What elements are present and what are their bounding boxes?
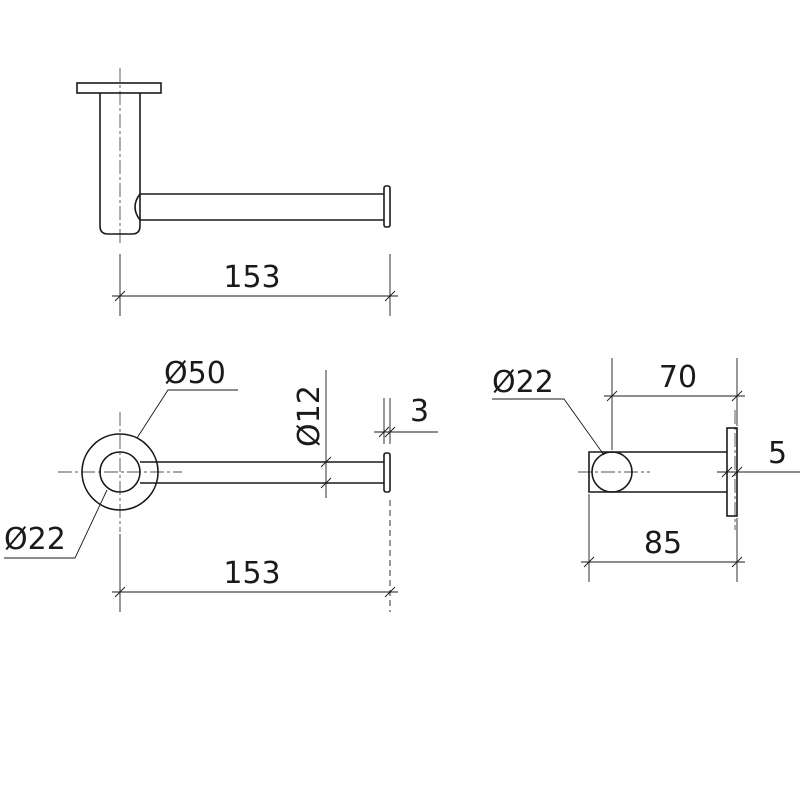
tick-mark [320, 456, 332, 468]
rod-diameter-label: Ø12 [292, 385, 327, 447]
post-diameter-leader [4, 489, 108, 559]
side-view-post-circle [591, 451, 633, 493]
tick-mark [384, 426, 396, 438]
front-view-post-circle [99, 451, 141, 493]
side-view-post [588, 451, 727, 493]
top-view-rod [134, 193, 384, 221]
overall-depth-label: 85 [644, 526, 682, 561]
top-view-end-cap [383, 185, 391, 228]
flange-thickness-label: 5 [768, 436, 787, 471]
side-view: Ø22 70 5 85 [492, 358, 800, 582]
side-post-diameter-leader [492, 398, 605, 456]
tick-mark [583, 556, 595, 568]
tick-mark [114, 290, 126, 302]
tick-mark [320, 477, 332, 489]
cap-thickness-label: 3 [410, 394, 429, 429]
post-diameter-label: Ø22 [4, 522, 66, 557]
tick-mark [731, 390, 743, 402]
tick-mark [114, 586, 126, 598]
tick-mark [384, 586, 396, 598]
front-view-length-label: 153 [223, 556, 280, 591]
top-view-post [99, 93, 141, 235]
flange-diameter-label: Ø50 [164, 356, 226, 391]
front-view-rod [140, 461, 384, 484]
front-view-end-cap [383, 452, 391, 493]
top-view: 153 [76, 68, 398, 316]
flange-diameter-leader [136, 389, 238, 439]
tick-mark [378, 426, 390, 438]
front-view: Ø50 Ø22 Ø12 3 153 [4, 356, 438, 612]
front-view-flange-circle [81, 433, 159, 511]
tick-mark [731, 556, 743, 568]
side-post-diameter-label: Ø22 [492, 365, 554, 400]
top-view-wall-plate [76, 82, 162, 94]
projection-label: 70 [659, 360, 697, 395]
tick-mark [721, 466, 733, 478]
tick-mark [384, 290, 396, 302]
top-view-length-label: 153 [223, 260, 280, 295]
tick-mark [606, 390, 618, 402]
tick-mark [731, 466, 743, 478]
